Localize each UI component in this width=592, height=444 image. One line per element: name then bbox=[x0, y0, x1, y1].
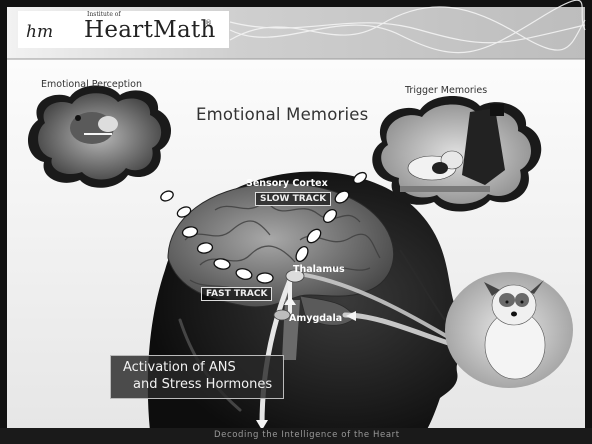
ans-activation-line-1: Activation of ANS bbox=[123, 360, 236, 375]
amygdala-label: Amygdala bbox=[289, 313, 342, 324]
logo-mark: hm bbox=[26, 22, 53, 42]
logo-wordmark: HeartMath bbox=[84, 17, 216, 43]
footer-tagline: Decoding the Intelligence of the Heart bbox=[214, 430, 400, 440]
thought-cloud-trigger-memories bbox=[372, 96, 541, 212]
slide-title: Emotional Memories bbox=[196, 105, 368, 124]
emotional-perception-label: Emotional Perception bbox=[41, 79, 142, 90]
trigger-memories-label: Trigger Memories bbox=[405, 85, 487, 96]
fast-track-label: FAST TRACK bbox=[201, 287, 272, 301]
calm-dog-icon bbox=[445, 272, 573, 388]
slow-track-label: SLOW TRACK bbox=[255, 192, 331, 206]
thought-cloud-emotional-perception bbox=[28, 85, 171, 187]
ans-activation-line-2: and Stress Hormones bbox=[133, 377, 272, 392]
registered-mark: ® bbox=[205, 19, 212, 27]
sensory-cortex-label: Sensory Cortex bbox=[246, 178, 328, 189]
thalamus-label: Thalamus bbox=[293, 264, 345, 275]
amygdala-node bbox=[274, 310, 290, 320]
